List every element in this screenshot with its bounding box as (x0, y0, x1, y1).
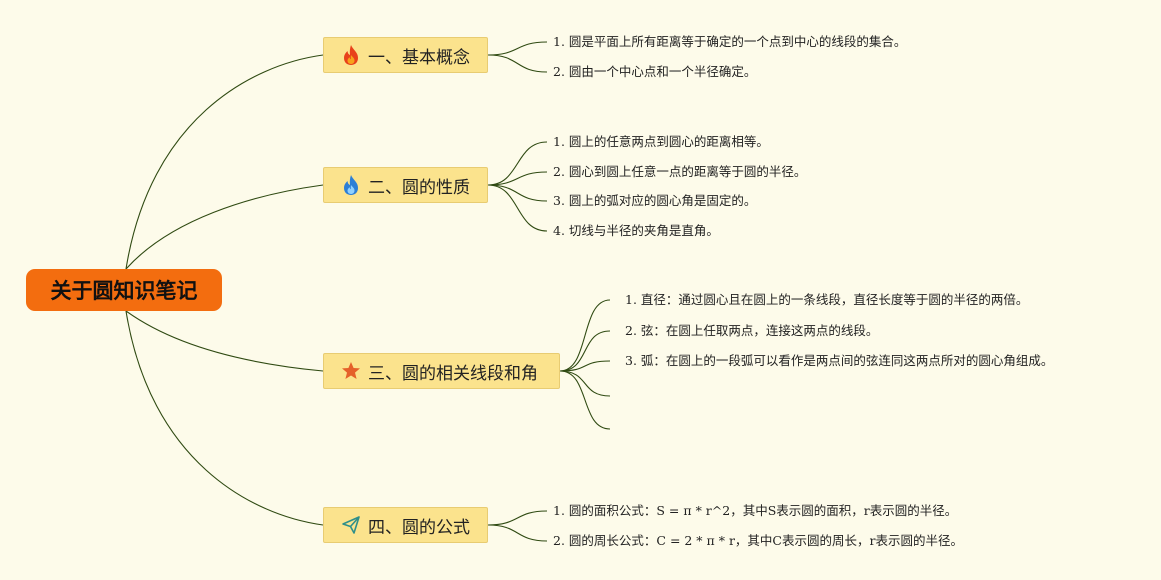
branch-1-2 (487, 54, 548, 73)
branch-2-4 (487, 184, 548, 232)
leaf-item[interactable]: 2. 圆的周长公式：C = 2 * π * r，其中C表示圆的周长，r表示圆的半… (553, 533, 963, 548)
leaf-item[interactable]: 1. 直径：通过圆心且在圆上的一条线段，直径长度等于圆的半径的两倍。 (625, 292, 1029, 307)
paper-plane-icon (340, 514, 362, 536)
leaf-item[interactable]: 4. 切线与半径的夹角是直角。 (553, 223, 719, 238)
leaf-item[interactable]: 3. 弧：在圆上的一段弧可以看作是两点间的弦连同这两点所对的圆心角组成。 (625, 353, 1054, 368)
fire-icon (340, 44, 362, 66)
branch-3-4 (559, 370, 611, 397)
root-topic[interactable]: 关于圆知识笔记 (26, 269, 222, 311)
branch-2-1 (487, 141, 548, 186)
star-icon (340, 360, 362, 382)
leaf-item[interactable]: 1. 圆上的任意两点到圆心的距离相等。 (553, 134, 769, 149)
root-connector-2 (125, 184, 324, 270)
branch-3-5 (559, 370, 611, 430)
branch-3-2 (559, 330, 611, 372)
leaf-item[interactable]: 2. 圆心到圆上任意一点的距离等于圆的半径。 (553, 164, 807, 179)
topic-label: 三、圆的相关线段和角 (368, 363, 538, 384)
branch-4-1 (487, 510, 548, 526)
root-connector-1 (125, 54, 324, 270)
topic-label: 一、基本概念 (368, 47, 470, 68)
branch-2-2 (487, 171, 548, 186)
topic-formulas[interactable]: 四、圆的公式 (323, 507, 488, 543)
topic-segments-and-angles[interactable]: 三、圆的相关线段和角 (323, 353, 560, 389)
root-topic-label: 关于圆知识笔记 (50, 279, 198, 303)
leaf-item[interactable]: 1. 圆的面积公式：S = π * r^2，其中S表示圆的面积，r表示圆的半径。 (553, 503, 958, 518)
branch-1-1 (487, 41, 548, 56)
leaf-item[interactable]: 2. 圆由一个中心点和一个半径确定。 (553, 64, 757, 79)
root-connector-3 (125, 310, 324, 372)
topic-properties[interactable]: 二、圆的性质 (323, 167, 488, 203)
topic-basic-concepts[interactable]: 一、基本概念 (323, 37, 488, 73)
branch-4-2 (487, 524, 548, 542)
root-connector-4 (125, 310, 324, 526)
leaf-item[interactable]: 2. 弦：在圆上任取两点，连接这两点的线段。 (625, 323, 879, 338)
topic-label: 四、圆的公式 (368, 517, 470, 538)
branch-2-3 (487, 184, 548, 202)
leaf-item[interactable]: 1. 圆是平面上所有距离等于确定的一个点到中心的线段的集合。 (553, 34, 907, 49)
branch-3-3 (559, 360, 611, 372)
branch-3-1 (559, 299, 611, 372)
blue-flame-icon (340, 174, 362, 196)
topic-label: 二、圆的性质 (368, 177, 470, 198)
leaf-item[interactable]: 3. 圆上的弧对应的圆心角是固定的。 (553, 193, 757, 208)
